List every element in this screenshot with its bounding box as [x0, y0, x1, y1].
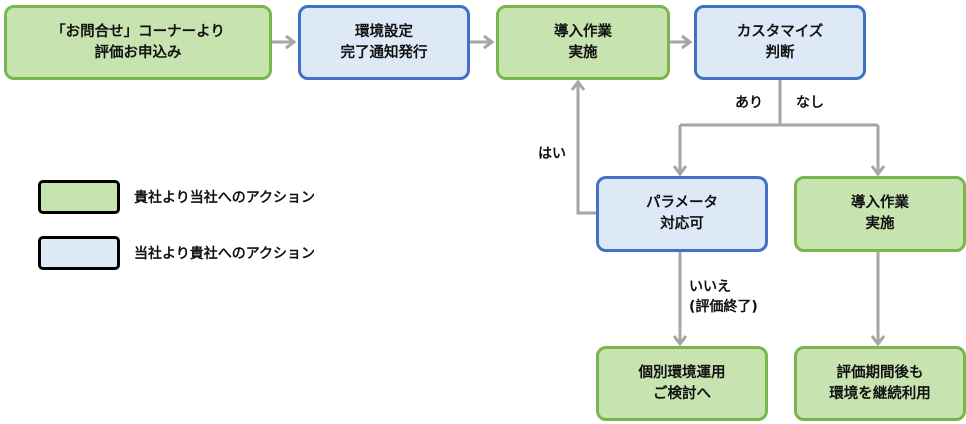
legend-swatch-customer: [38, 180, 120, 214]
node-customize-line2: 判断: [765, 44, 795, 61]
node-intro-work2-line1: 導入作業: [851, 195, 909, 211]
node-intro-work-line2: 実施: [568, 44, 598, 61]
label-yes: はい: [538, 146, 566, 162]
node-individual-line2: ご検討へ: [653, 385, 711, 402]
legend-text-company: 当社より貴社へのアクション: [134, 246, 316, 262]
label-no-custom: なし: [796, 95, 824, 111]
node-parameter-line2: 対応可: [660, 216, 704, 232]
node-inquiry: 「お問合せ」コーナーより 評価お申込み: [4, 5, 272, 80]
arrow-yes-loop: [576, 82, 596, 215]
node-parameter-line1: パラメータ: [645, 195, 719, 211]
node-continue-use: 評価期間後も 環境を継続利用: [794, 346, 966, 421]
node-env-setup-line2: 完了通知発行: [340, 44, 428, 61]
node-individual: 個別環境運用 ご検討へ: [596, 346, 768, 421]
node-env-setup-line1: 環境設定: [355, 23, 413, 40]
legend-swatch-company: [38, 236, 120, 270]
node-continue-use-line1: 評価期間後も: [836, 364, 924, 381]
node-parameter: パラメータ 対応可: [596, 176, 768, 252]
legend-text-customer: 貴社より当社へのアクション: [134, 190, 316, 206]
node-inquiry-line1: 「お問合せ」コーナーより: [51, 23, 225, 40]
node-customize: カスタマイズ 判断: [694, 5, 866, 80]
node-env-setup: 環境設定 完了通知発行: [298, 5, 470, 80]
label-yes-custom: あり: [735, 95, 763, 111]
label-no: いいえ (評価終了): [689, 277, 758, 317]
label-no-line1: いいえ: [689, 279, 731, 295]
node-continue-use-line2: 環境を継続利用: [829, 385, 931, 402]
node-intro-work-line1: 導入作業: [554, 23, 612, 40]
node-intro-work2: 導入作業 実施: [794, 176, 966, 252]
node-inquiry-line2: 評価お申込み: [94, 44, 182, 61]
node-intro-work: 導入作業 実施: [496, 5, 670, 80]
node-intro-work2-line2: 実施: [865, 216, 895, 232]
node-individual-line1: 個別環境運用: [638, 364, 726, 381]
node-customize-line1: カスタマイズ: [736, 23, 824, 40]
label-no-line2: (評価終了): [689, 299, 758, 315]
